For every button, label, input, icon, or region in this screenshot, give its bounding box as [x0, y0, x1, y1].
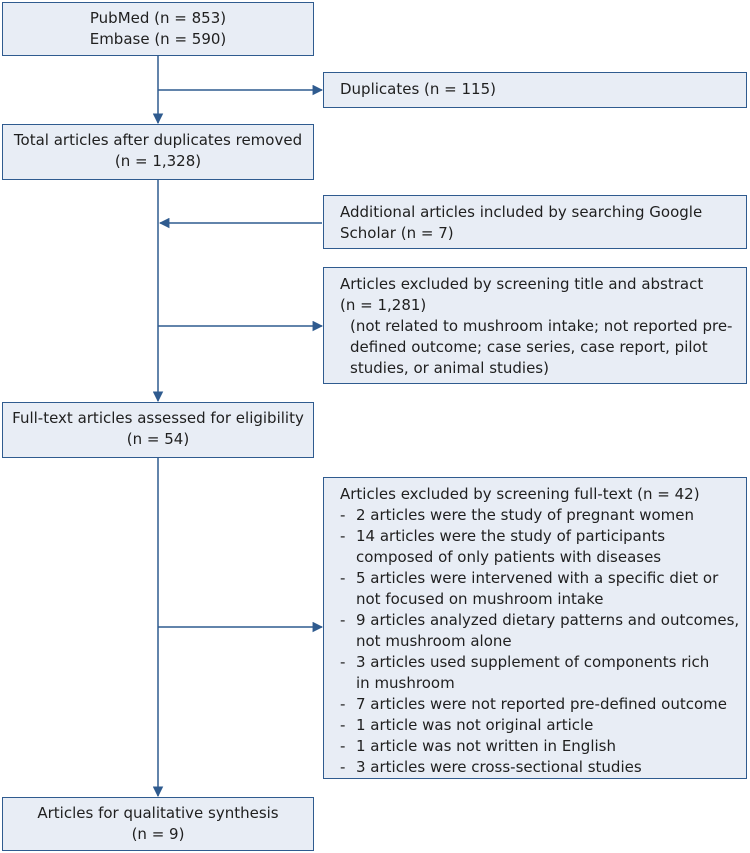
exclusion-bullet-continuation: not focused on mushroom intake	[356, 590, 604, 608]
exclusion-bullet: -3 articles were cross-sectional studies	[340, 757, 736, 778]
qualitative-synthesis-box: Articles for qualitative synthesis (n = …	[2, 797, 314, 851]
exclusion-bullet: -5 articles were intervened with a speci…	[340, 568, 736, 589]
duplicates-box: Duplicates (n = 115)	[323, 72, 747, 108]
title-abstract-exclusion-count: (n = 1,281)	[340, 296, 427, 314]
exclusion-bullet-text: 3 articles were cross-sectional studies	[356, 758, 642, 776]
bullet-dash: -	[340, 716, 346, 734]
exclusion-bullet: -14 articles were the study of participa…	[340, 526, 736, 547]
after-duplicates-box: Total articles after duplicates removed …	[2, 124, 314, 180]
exclusion-reason-line: studies, or animal studies)	[350, 359, 549, 377]
fulltext-assessed-count: (n = 54)	[126, 430, 190, 448]
bullet-dash: -	[340, 653, 346, 671]
exclusion-bullet: -1 article was not written in English	[340, 736, 736, 757]
bullet-dash: -	[340, 611, 346, 629]
fulltext-assessed-box: Full-text articles assessed for eligibil…	[2, 402, 314, 458]
qualitative-synthesis-count: (n = 9)	[131, 825, 185, 843]
exclusion-bullet-text: 14 articles were the study of participan…	[356, 527, 666, 545]
bullet-dash: -	[340, 569, 346, 587]
exclusion-bullet-continuation: composed of only patients with diseases	[356, 548, 662, 566]
exclusion-bullet-text: 3 articles used supplement of components…	[356, 653, 710, 671]
bullet-dash: -	[340, 737, 346, 755]
exclusion-reason-line: defined outcome; case series, case repor…	[350, 338, 708, 356]
pubmed-count: PubMed (n = 853)	[89, 9, 227, 27]
exclusion-bullet-text: 7 articles were not reported pre-defined…	[356, 695, 727, 713]
exclusion-bullet: -7 articles were not reported pre-define…	[340, 694, 736, 715]
after-duplicates-label: Total articles after duplicates removed	[13, 131, 303, 149]
fulltext-exclusion-box: Articles excluded by screening full-text…	[323, 477, 747, 779]
embase-count: Embase (n = 590)	[89, 30, 227, 48]
exclusion-bullet-text: 9 articles analyzed dietary patterns and…	[356, 611, 740, 629]
duplicates-label: Duplicates (n = 115)	[340, 80, 496, 98]
exclusion-reason-line: (not related to mushroom intake; not rep…	[350, 317, 733, 335]
additional-articles-line-2: Scholar (n = 7)	[340, 224, 454, 242]
bullet-dash: -	[340, 527, 346, 545]
additional-articles-line-1: Additional articles included by searchin…	[340, 203, 703, 221]
exclusion-bullet: -2 articles were the study of pregnant w…	[340, 505, 736, 526]
title-abstract-exclusion-box: Articles excluded by screening title and…	[323, 267, 747, 384]
exclusion-bullet-continuation: in mushroom	[356, 674, 455, 692]
exclusion-bullet-text: 2 articles were the study of pregnant wo…	[356, 506, 695, 524]
after-duplicates-count: (n = 1,328)	[114, 152, 202, 170]
exclusion-bullet-text: 1 article was not original article	[356, 716, 594, 734]
exclusion-bullet-continuation: not mushroom alone	[356, 632, 512, 650]
exclusion-bullet-text: 1 article was not written in English	[356, 737, 616, 755]
exclusion-bullet: -1 article was not original article	[340, 715, 736, 736]
fulltext-assessed-label: Full-text articles assessed for eligibil…	[12, 409, 304, 427]
bullet-dash: -	[340, 506, 346, 524]
database-sources-box: PubMed (n = 853) Embase (n = 590)	[2, 2, 314, 56]
qualitative-synthesis-label: Articles for qualitative synthesis	[37, 804, 279, 822]
fulltext-exclusion-heading: Articles excluded by screening full-text…	[340, 485, 700, 503]
bullet-dash: -	[340, 758, 346, 776]
title-abstract-exclusion-heading: Articles excluded by screening title and…	[340, 275, 704, 293]
additional-articles-box: Additional articles included by searchin…	[323, 195, 747, 249]
bullet-dash: -	[340, 695, 346, 713]
exclusion-bullet-text: 5 articles were intervened with a specif…	[356, 569, 719, 587]
exclusion-bullet: -9 articles analyzed dietary patterns an…	[340, 610, 740, 631]
exclusion-bullet: -3 articles used supplement of component…	[340, 652, 736, 673]
